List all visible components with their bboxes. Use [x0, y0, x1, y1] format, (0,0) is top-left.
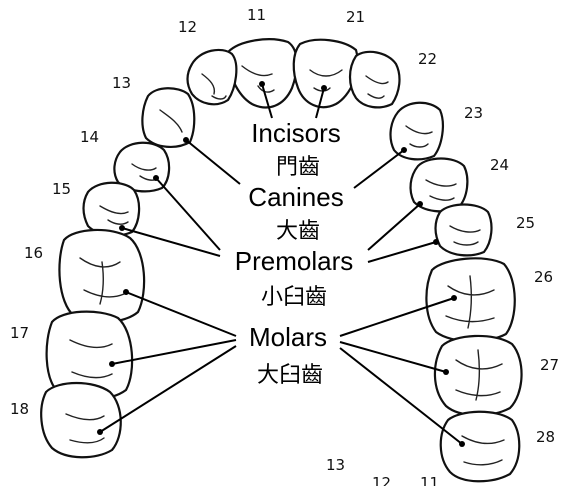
premolars-chinese-label: 小臼齒 — [261, 285, 327, 310]
tooth-number-16: 16 — [24, 244, 43, 262]
tooth-15 — [82, 181, 141, 237]
bottom-number-12: 12 — [372, 474, 391, 486]
tooth-number-15: 15 — [52, 180, 71, 198]
canines-label: Canines — [248, 182, 343, 212]
incisors-label: Incisors — [251, 118, 341, 148]
tooth-25 — [434, 203, 493, 257]
leader-endpoints — [97, 81, 465, 447]
tooth-number-17: 17 — [10, 324, 29, 342]
bottom-number-11: 11 — [420, 474, 439, 486]
tooth-16 — [58, 228, 146, 324]
tooth-23 — [389, 101, 444, 161]
tooth-number-22: 22 — [418, 50, 437, 68]
premolars-label: Premolars — [235, 246, 353, 276]
molars-chinese-label: 大臼齒 — [257, 363, 323, 388]
category-labels: Incisors 門齒 Canines 大齒 Premolars 小臼齒 Mol… — [235, 118, 353, 388]
tooth-number-27: 27 — [540, 356, 559, 374]
tooth-27 — [433, 334, 523, 417]
tooth-number-21: 21 — [346, 8, 365, 26]
tooth-number-18: 18 — [10, 400, 29, 418]
leader-lines — [99, 83, 463, 445]
tooth-21 — [292, 38, 359, 109]
tooth-number-14: 14 — [80, 128, 99, 146]
tooth-26 — [425, 257, 516, 343]
tooth-number-24: 24 — [490, 156, 509, 174]
tooth-28 — [439, 410, 521, 483]
tooth-number-28: 28 — [536, 428, 555, 446]
tooth-24 — [409, 157, 469, 213]
tooth-number-25: 25 — [516, 214, 535, 232]
tooth-number-11: 11 — [247, 6, 266, 24]
tooth-18 — [40, 382, 122, 459]
bottom-number-13: 13 — [326, 456, 345, 474]
bottom-numbers: 13 12 11 — [326, 456, 439, 486]
incisors-chinese-label: 門齒 — [276, 155, 320, 180]
tooth-22 — [348, 50, 401, 109]
tooth-number-12: 12 — [178, 18, 197, 36]
tooth-17 — [45, 310, 134, 401]
molars-label: Molars — [249, 322, 327, 352]
tooth-number-labels: 11 12 13 14 15 16 17 18 21 22 23 24 25 2… — [10, 6, 559, 446]
tooth-number-23: 23 — [464, 104, 483, 122]
tooth-number-26: 26 — [534, 268, 553, 286]
tooth-number-13: 13 — [112, 74, 131, 92]
tooth-11 — [226, 38, 298, 109]
tooth-12 — [186, 48, 238, 106]
canines-chinese-label: 大齒 — [276, 219, 320, 244]
